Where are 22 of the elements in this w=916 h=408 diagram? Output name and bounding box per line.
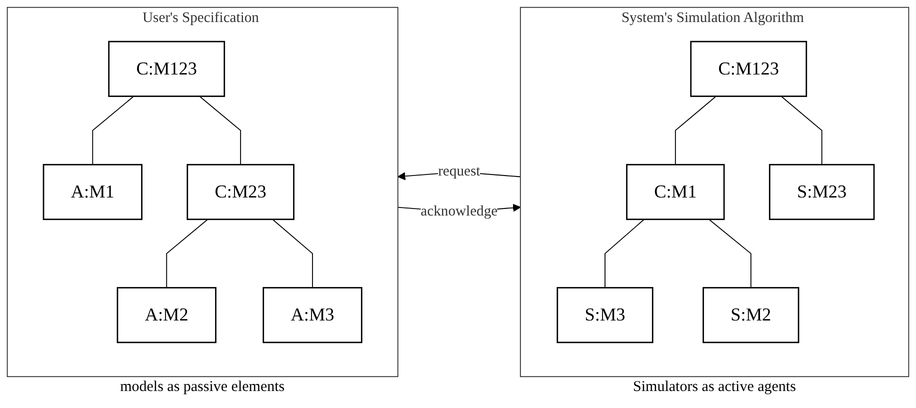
node-box: A:M2 [116,287,216,344]
connector [674,96,717,166]
connector [604,218,645,288]
connector [272,218,313,288]
node-caption: models as passive elements [120,378,285,396]
node-box: A:M1 [42,164,142,220]
node-caption: Simulators as active agents [633,378,796,396]
node-box: C:M123 [108,40,226,97]
connector [199,96,242,166]
connector [780,96,822,166]
node-box: C:M23 [186,164,294,220]
connector [166,218,208,288]
connector [92,96,134,166]
edge-label: request [438,164,480,180]
node-box: S:M23 [768,164,875,220]
node-box: S:M2 [702,287,800,344]
connector [708,218,752,288]
edge-label: acknowledge [420,204,498,220]
node-box: S:M3 [556,287,654,344]
node-box: C:M1 [626,164,725,220]
node-box: C:M123 [690,40,808,97]
node-box: A:M3 [262,287,362,344]
